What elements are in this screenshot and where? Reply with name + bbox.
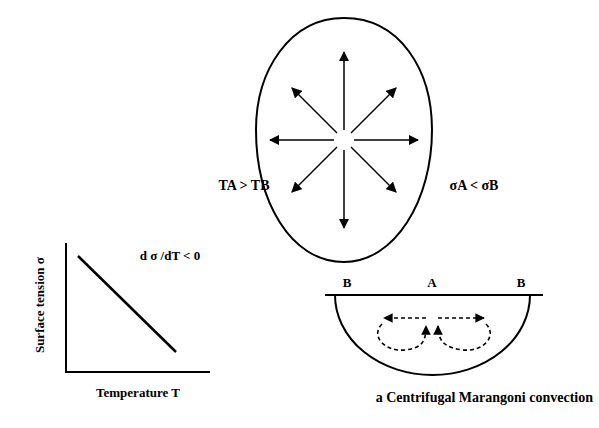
axis-label: Surface tension σ bbox=[33, 257, 47, 353]
axis-label: Temperature T bbox=[96, 386, 180, 400]
surface-line bbox=[325, 294, 543, 296]
point-label: B bbox=[517, 276, 526, 290]
condition-label: TA > TB bbox=[218, 178, 269, 193]
drop-outline bbox=[256, 18, 432, 262]
convection-arrows bbox=[378, 318, 491, 350]
graph-axes bbox=[66, 243, 210, 372]
point-label: B bbox=[343, 276, 352, 290]
point-label: A bbox=[427, 276, 436, 290]
radial-arrows bbox=[270, 52, 418, 228]
tension-line bbox=[78, 256, 176, 352]
condition-label: σA < σB bbox=[450, 178, 499, 193]
figure-caption: a Centrifugal Marangoni convection bbox=[376, 390, 593, 405]
drop-section bbox=[335, 295, 530, 375]
formula: d σ /dT < 0 bbox=[140, 249, 201, 263]
